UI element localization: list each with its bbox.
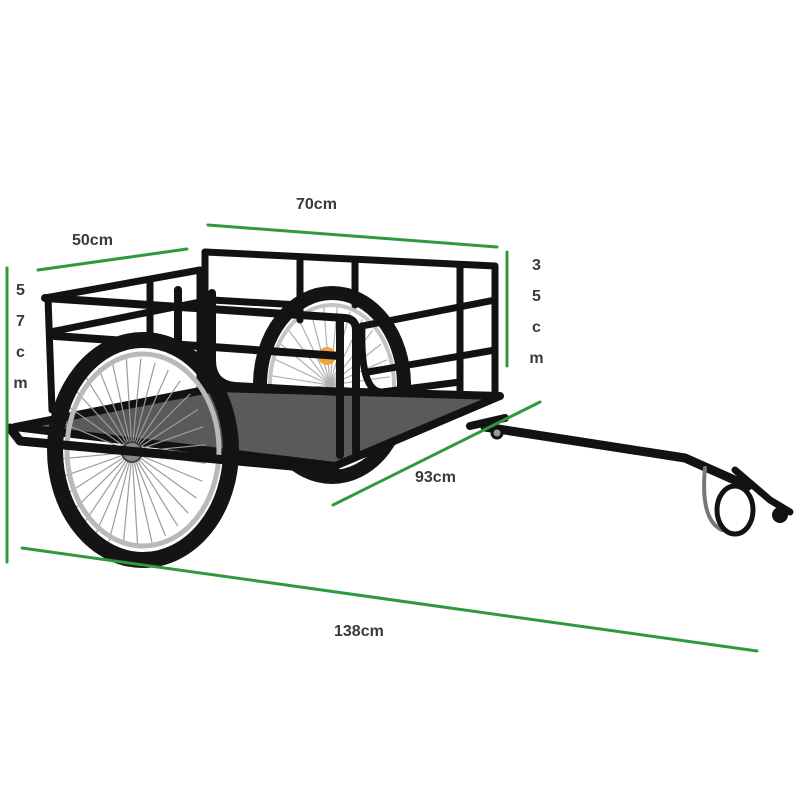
wheel-spoke [95, 451, 133, 535]
wheel-spoke [131, 393, 191, 453]
wheel-spoke [310, 311, 331, 386]
dimension-lines [5, 223, 759, 653]
wheel-spoke [111, 361, 133, 453]
left-side-frame [41, 266, 204, 414]
wheel-spoke [131, 451, 189, 514]
wheel-spoke [131, 451, 179, 527]
wheel-spoke [131, 451, 197, 499]
wheel-spoke [131, 362, 156, 453]
back-inner-rail [208, 296, 304, 309]
back-frame [201, 248, 499, 399]
dimension-label-box-length: 70cm [296, 196, 337, 213]
wheel-spoke [131, 369, 169, 453]
wheel-spoke [131, 451, 167, 537]
dimension-label-box-width: 50cm [72, 232, 113, 249]
tow-bar-arm [480, 422, 753, 491]
front-mid-rail [51, 332, 344, 360]
wheel-spoke [60, 451, 133, 478]
wheel-spoke [122, 451, 133, 546]
dimension-line-70cm [206, 223, 499, 249]
tow-bar-mount [466, 414, 509, 430]
right-side-top-rail [358, 296, 499, 330]
dimension-line-50cm [36, 247, 189, 272]
dimension-line-93cm [331, 400, 542, 507]
wheel-spoke [131, 358, 142, 453]
back-top-rail [201, 248, 499, 270]
wheel-spoke [125, 358, 133, 453]
front-bottom-tube [5, 423, 340, 475]
wheel-spoke [97, 367, 133, 453]
wheel-spoke [67, 405, 133, 453]
wheel-spoke [85, 377, 133, 453]
wheel-spoke [131, 380, 181, 453]
front-wheel-rim [64, 351, 222, 549]
dimension-label-bed-diagonal: 93cm [415, 469, 456, 486]
wheel-spoke [75, 390, 133, 453]
dimension-label-total-length: 138cm [334, 623, 384, 640]
trailer-floor [11, 384, 504, 470]
wheel-spoke [273, 358, 331, 386]
hitch-loop [714, 483, 756, 537]
wheel-spoke [131, 409, 199, 453]
front-wheel-tire [47, 332, 239, 568]
tow-bar [466, 414, 794, 537]
dimension-label-overall-height: 57cm [12, 282, 29, 406]
wheel-spoke [131, 451, 139, 546]
left-front-post [44, 294, 56, 414]
wheel-spoke [108, 451, 133, 542]
hitch-spring [702, 466, 724, 532]
left-side-top-rail [41, 266, 204, 302]
wheel-spoke [73, 451, 133, 511]
dimension-label-rail-height: 35cm [528, 257, 545, 381]
wheel-spoke [131, 426, 204, 453]
wheel-spoke [270, 375, 331, 386]
dimension-line-138cm [20, 546, 759, 653]
front-frame [41, 286, 360, 459]
hitch-knob [772, 507, 788, 523]
wheel-spoke [83, 451, 133, 524]
wheel-spoke [131, 451, 153, 543]
wheel-spoke [65, 451, 133, 495]
front-top-rail [41, 294, 360, 456]
tow-bar-pin [490, 426, 504, 440]
right-side-low-rail [364, 346, 499, 376]
